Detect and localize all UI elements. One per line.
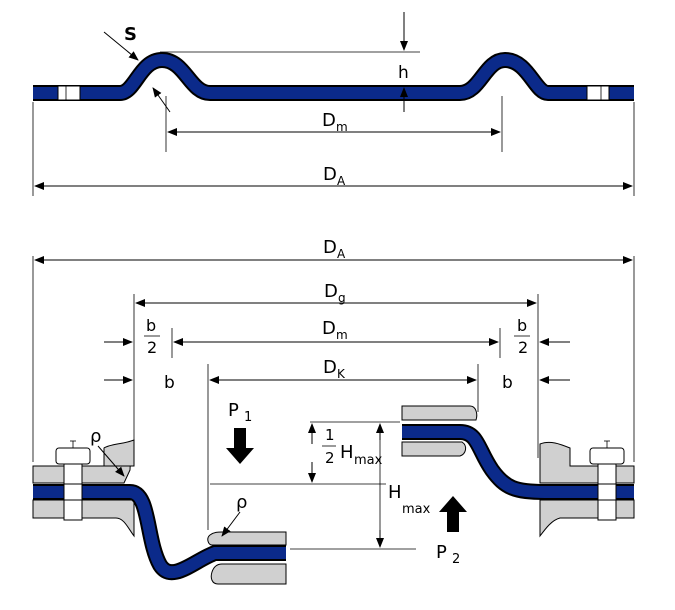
top-hole-right: [586, 85, 610, 101]
svg-text:A: A: [337, 174, 346, 188]
label-b-left: b: [164, 373, 175, 393]
bottom-view: D A D g D m b 2 b 2 D K b b: [32, 237, 635, 585]
label-rho-center: ρ: [236, 492, 247, 513]
arrow-up-icon: [439, 496, 467, 532]
bottom-membrane: [33, 486, 286, 578]
top-view: S h D m D A: [32, 12, 635, 196]
label-b-half-left-den: 2: [147, 338, 157, 357]
svg-text:max: max: [354, 453, 383, 468]
label-p2: P: [436, 542, 447, 563]
label-half-den: 2: [325, 449, 335, 467]
right-bolt-head: [589, 447, 625, 465]
label-rho-left: ρ: [90, 426, 101, 447]
label-dg: D: [324, 281, 338, 302]
svg-text:1: 1: [244, 410, 252, 425]
svg-text:m: m: [336, 120, 348, 134]
left-bolt-head: [55, 447, 91, 465]
arrow-down-icon: [226, 428, 254, 464]
label-b-half-right-den: 2: [518, 338, 528, 357]
label-s: S: [124, 24, 137, 45]
label-hmax-half: H: [340, 442, 354, 463]
top-hole-left: [57, 85, 81, 101]
label-h: h: [398, 63, 409, 83]
svg-text:K: K: [337, 367, 346, 381]
bottom-membrane-right: [402, 426, 634, 498]
label-top-dm: D: [322, 110, 336, 131]
label-p1: P: [228, 400, 239, 421]
top-membrane: [33, 53, 634, 99]
label-b-right: b: [502, 373, 513, 393]
label-dk: D: [323, 357, 337, 378]
label-bottom-dm: D: [322, 318, 336, 339]
svg-text:g: g: [338, 291, 346, 305]
svg-text:A: A: [337, 247, 346, 261]
svg-text:m: m: [336, 328, 348, 342]
label-bottom-da: D: [323, 237, 337, 258]
svg-text:2: 2: [452, 552, 460, 567]
label-hmax: H: [388, 482, 402, 503]
label-top-da: D: [323, 164, 337, 185]
svg-text:max: max: [402, 502, 431, 517]
label-half-num: 1: [325, 426, 335, 444]
right-clamp: [539, 440, 635, 538]
label-b-half-right-num: b: [517, 316, 527, 335]
upper-plates: [401, 405, 478, 457]
label-b-half-left-num: b: [146, 316, 156, 335]
